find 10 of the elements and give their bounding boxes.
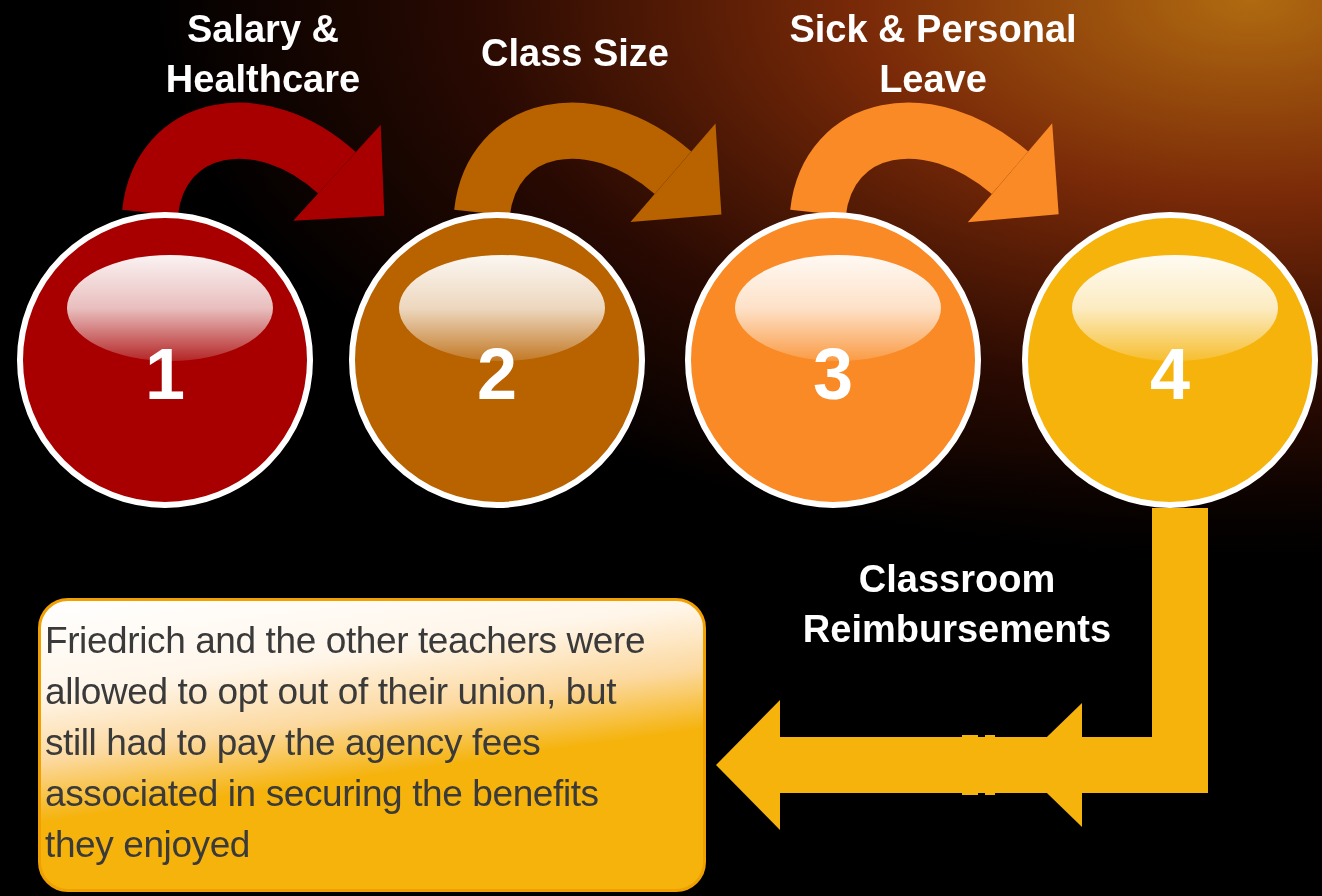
edge-label: Sick & Personal Leave xyxy=(788,7,1078,102)
edge-label: Classroom Reimbursements xyxy=(801,557,1113,652)
step-number: 3 xyxy=(812,338,853,410)
text-panel xyxy=(38,598,706,892)
paragraph: Friedrich and the other teachers were allowed to opt out of their union, but still had to pay the agency fees associated in securing the benefits they enjoyed xyxy=(45,619,647,867)
edge-label: Class Size xyxy=(480,31,670,76)
step-number: 4 xyxy=(1149,338,1190,410)
edge-label: Salary & Healthcare xyxy=(164,7,362,102)
step-number: 2 xyxy=(476,338,517,410)
step-number: 1 xyxy=(144,338,185,410)
